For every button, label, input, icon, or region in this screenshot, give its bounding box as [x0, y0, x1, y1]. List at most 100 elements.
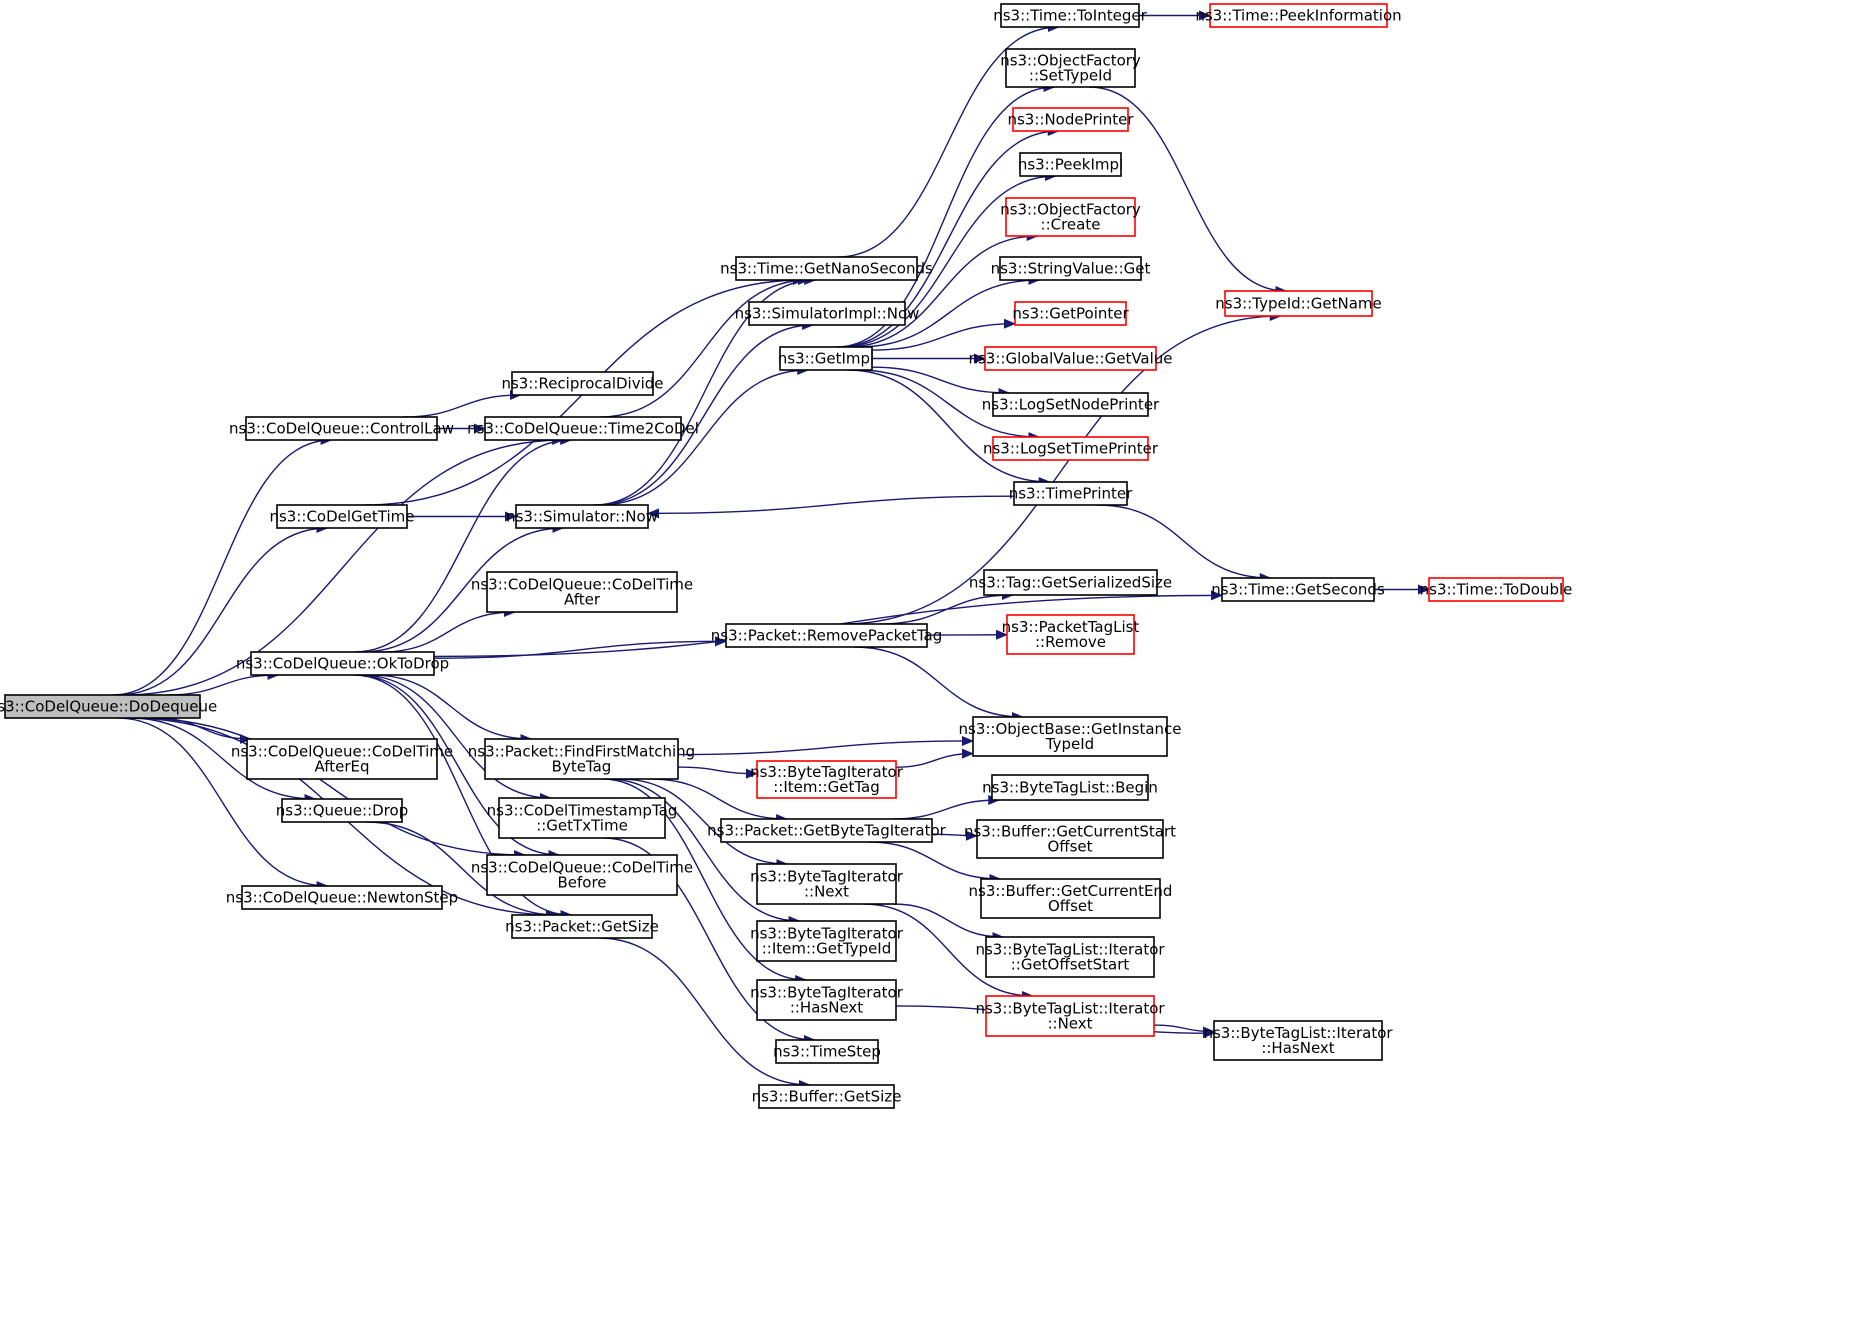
- node-box[interactable]: [281, 798, 403, 823]
- node-box[interactable]: [498, 797, 666, 839]
- function-node-packettaglistremove[interactable]: ns3::PacketTagList::Remove: [1002, 614, 1140, 655]
- function-node-btihasnext[interactable]: ns3::ByteTagIterator::HasNext: [750, 979, 904, 1021]
- node-box[interactable]: [1005, 197, 1136, 237]
- node-box[interactable]: [1221, 577, 1375, 602]
- node-box[interactable]: [486, 571, 678, 613]
- function-node-todouble[interactable]: ns3::Time::ToDouble: [1420, 577, 1573, 602]
- function-node-gettxtime[interactable]: ns3::CoDelTimestampTag::GetTxTime: [487, 797, 678, 839]
- function-node-queuedrop[interactable]: ns3::Queue::Drop: [276, 798, 408, 823]
- node-box[interactable]: [756, 979, 897, 1021]
- function-node-buffergetsize[interactable]: ns3::Buffer::GetSize: [752, 1084, 902, 1109]
- node-box[interactable]: [241, 885, 443, 910]
- node-box[interactable]: [511, 371, 654, 396]
- node-box[interactable]: [972, 716, 1168, 757]
- node-box[interactable]: [4, 694, 201, 719]
- function-node-btlinext[interactable]: ns3::ByteTagList::Iterator::Next: [975, 995, 1165, 1037]
- function-node-peekinformation[interactable]: ns3::Time::PeekInformation: [1195, 3, 1402, 28]
- node-box[interactable]: [758, 1084, 895, 1109]
- function-node-globalgetvalue[interactable]: ns3::GlobalValue::GetValue: [968, 346, 1173, 371]
- node-box[interactable]: [992, 392, 1149, 417]
- node-box[interactable]: [984, 346, 1157, 371]
- node-box[interactable]: [1006, 614, 1135, 655]
- node-box[interactable]: [250, 651, 435, 676]
- function-node-newtonstep[interactable]: ns3::CoDelQueue::NewtonStep: [226, 885, 458, 910]
- node-box[interactable]: [779, 346, 873, 371]
- function-node-getseconds[interactable]: ns3::Time::GetSeconds: [1211, 577, 1385, 602]
- function-node-oktodrop[interactable]: ns3::CoDelQueue::OkToDrop: [236, 651, 449, 676]
- function-node-typeidgetname[interactable]: ns3::TypeId::GetName: [1215, 290, 1382, 317]
- node-box[interactable]: [246, 738, 438, 780]
- node-box[interactable]: [484, 738, 679, 780]
- function-node-timetointeger[interactable]: ns3::Time::ToInteger: [993, 3, 1148, 28]
- node-box[interactable]: [1019, 152, 1122, 177]
- node-box[interactable]: [983, 569, 1158, 596]
- function-node-dodequeue[interactable]: ns3::CoDelQueue::DoDequeue: [0, 694, 217, 719]
- node-box[interactable]: [985, 995, 1155, 1037]
- function-node-btinext[interactable]: ns3::ByteTagIterator::Next: [750, 863, 904, 905]
- node-box[interactable]: [992, 436, 1149, 461]
- node-box[interactable]: [991, 774, 1149, 801]
- node-box[interactable]: [276, 504, 408, 529]
- node-box[interactable]: [756, 863, 897, 905]
- function-node-codelgettime[interactable]: ns3::CoDelGetTime: [269, 504, 415, 529]
- node-box[interactable]: [515, 504, 649, 529]
- node-box[interactable]: [999, 256, 1142, 281]
- node-box[interactable]: [748, 301, 906, 326]
- function-node-getbytetagiterator[interactable]: ns3::Packet::GetByteTagIterator: [707, 818, 947, 843]
- function-node-controllaw[interactable]: ns3::CoDelQueue::ControlLaw: [229, 416, 454, 441]
- function-node-time2codel[interactable]: ns3::CoDelQueue::Time2CoDel: [467, 416, 699, 441]
- node-box[interactable]: [775, 1039, 879, 1064]
- node-box[interactable]: [976, 819, 1164, 859]
- function-node-settypeid[interactable]: ns3::ObjectFactory::SetTypeId: [1000, 48, 1141, 88]
- node-box[interactable]: [1209, 3, 1388, 28]
- function-node-removepackettag[interactable]: ns3::Packet::RemovePacketTag: [711, 623, 943, 648]
- function-node-logsetnodeprinter[interactable]: ns3::LogSetNodePrinter: [982, 392, 1160, 417]
- function-node-packetgetsize[interactable]: ns3::Packet::GetSize: [505, 914, 659, 939]
- node-box[interactable]: [1012, 107, 1129, 132]
- node-box[interactable]: [1014, 301, 1127, 326]
- node-box[interactable]: [1000, 3, 1140, 28]
- node-box[interactable]: [756, 760, 897, 799]
- function-node-getoffsetstart[interactable]: ns3::ByteTagList::Iterator::GetOffsetSta…: [975, 936, 1165, 978]
- node-box[interactable]: [511, 914, 653, 939]
- node-box[interactable]: [720, 818, 933, 843]
- node-box[interactable]: [1428, 577, 1564, 602]
- function-node-btlihasnext[interactable]: ns3::ByteTagList::Iterator::HasNext: [1203, 1020, 1393, 1061]
- function-node-taggetserializedsize[interactable]: ns3::Tag::GetSerializedSize: [969, 569, 1172, 596]
- function-node-timeprinter[interactable]: ns3::TimePrinter: [1009, 481, 1133, 506]
- node-box[interactable]: [486, 854, 678, 896]
- node-box[interactable]: [980, 878, 1161, 919]
- function-node-getnanoseconds[interactable]: ns3::Time::GetNanoSeconds: [720, 256, 933, 281]
- function-node-simulatornow[interactable]: ns3::Simulator::Now: [506, 504, 658, 529]
- node-box[interactable]: [1013, 481, 1128, 506]
- function-node-itemgettag[interactable]: ns3::ByteTagIterator::Item::GetTag: [750, 760, 904, 799]
- node-box[interactable]: [245, 416, 438, 441]
- function-node-peekimpl[interactable]: ns3::PeekImpl: [1018, 152, 1123, 177]
- function-node-getpointer[interactable]: ns3::GetPointer: [1012, 301, 1129, 326]
- node-box[interactable]: [1005, 48, 1136, 88]
- node-box[interactable]: [484, 416, 682, 441]
- function-node-btlbegin[interactable]: ns3::ByteTagList::Begin: [982, 774, 1158, 801]
- function-node-timestep[interactable]: ns3::TimeStep: [773, 1039, 881, 1064]
- function-node-itemgettypeid[interactable]: ns3::ByteTagIterator::Item::GetTypeId: [750, 920, 904, 962]
- node-box[interactable]: [1224, 290, 1373, 317]
- function-node-nodeprinter[interactable]: ns3::NodePrinter: [1007, 107, 1134, 132]
- function-node-reciprocaldivide[interactable]: ns3::ReciprocalDivide: [501, 371, 664, 396]
- node-box[interactable]: [756, 920, 897, 962]
- node-box[interactable]: [735, 256, 918, 281]
- node-box[interactable]: [985, 936, 1155, 978]
- function-node-stringvalueget[interactable]: ns3::StringValue::Get: [991, 256, 1151, 281]
- function-node-logsettimeprinter[interactable]: ns3::LogSetTimePrinter: [983, 436, 1159, 461]
- function-node-simimplnow[interactable]: ns3::SimulatorImpl::Now: [735, 301, 920, 326]
- node-box[interactable]: [1213, 1020, 1383, 1061]
- function-node-getimpl[interactable]: ns3::GetImpl: [778, 346, 874, 371]
- function-node-ofcreate[interactable]: ns3::ObjectFactory::Create: [1000, 197, 1141, 237]
- node-box[interactable]: [725, 623, 928, 648]
